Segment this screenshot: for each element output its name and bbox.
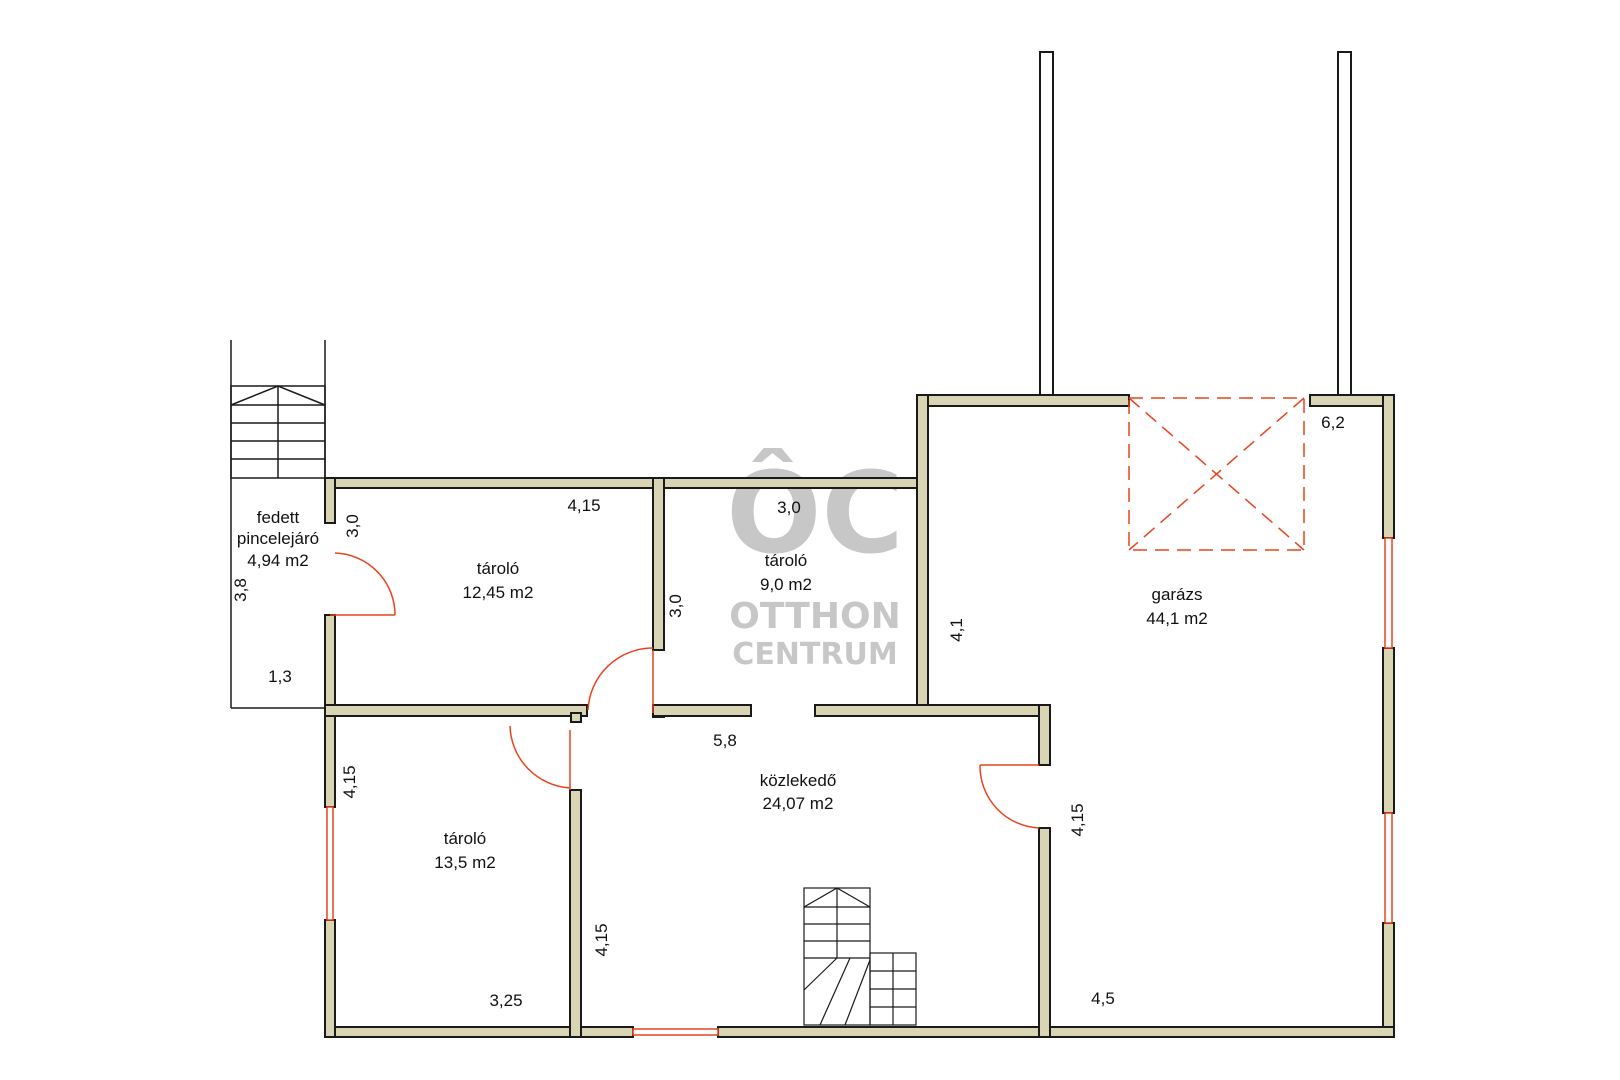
garage-pit (1128, 397, 1305, 551)
pergola-posts (1039, 51, 1352, 397)
dim-tarolo1-height: 3,0 (343, 514, 362, 538)
dim-tarolo3-height: 4,15 (340, 765, 359, 798)
dim-tarolo2-height: 3,0 (666, 594, 685, 618)
dim-pince-height: 3,8 (231, 578, 250, 602)
room-kozlekedo-area: 24,07 m2 (763, 794, 834, 813)
watermark-line2: CENTRUM (732, 637, 897, 672)
room-tarolo3-area: 13,5 m2 (434, 853, 495, 872)
room-tarolo1-name: tároló (477, 559, 520, 578)
room-fedett-area: 4,94 m2 (247, 551, 308, 570)
room-tarolo1-area: 12,45 m2 (463, 583, 534, 602)
dim-garage-lower-height: 4,15 (1068, 803, 1087, 836)
dim-tarolo1-width: 4,15 (567, 496, 600, 515)
dim-pince-width: 1,3 (268, 667, 292, 686)
outdoor-stair (230, 340, 326, 709)
room-garazs-name: garázs (1151, 585, 1202, 604)
dim-garage-width: 6,2 (1321, 413, 1345, 432)
interior-stair (803, 887, 917, 1026)
windows (326, 537, 1393, 1036)
dim-garage-lower-width: 4,5 (1091, 989, 1115, 1008)
room-tarolo2-name: tároló (765, 551, 808, 570)
room-labels: fedett pincelejáró 4,94 m2 tároló 12,45 … (237, 508, 1208, 872)
room-tarolo3-name: tároló (444, 829, 487, 848)
dim-garage-height: 4,1 (947, 618, 966, 642)
room-garazs-area: 44,1 m2 (1146, 609, 1207, 628)
dim-tarolo3-width: 3,25 (489, 991, 522, 1010)
dim-tarolo2-width: 3,0 (777, 498, 801, 517)
watermark-line1: OTTHON (729, 596, 900, 637)
room-tarolo2-area: 9,0 m2 (760, 575, 812, 594)
room-fedett-name-2: pincelejáró (237, 529, 319, 548)
room-fedett-name-1: fedett (257, 508, 300, 527)
doors (330, 552, 1040, 829)
walls (324, 394, 1395, 1038)
room-kozlekedo-name: közlekedő (760, 771, 837, 790)
dimension-labels: 4,15 3,0 6,2 3,0 3,8 1,3 3,0 4,1 5,8 4,1… (231, 413, 1345, 1010)
watermark: ÔC OTTHON CENTRUM (726, 448, 903, 672)
watermark-logo: ÔC (726, 448, 903, 579)
dim-corridor-width: 5,8 (713, 731, 737, 750)
dim-corridor-height: 4,15 (592, 923, 611, 956)
